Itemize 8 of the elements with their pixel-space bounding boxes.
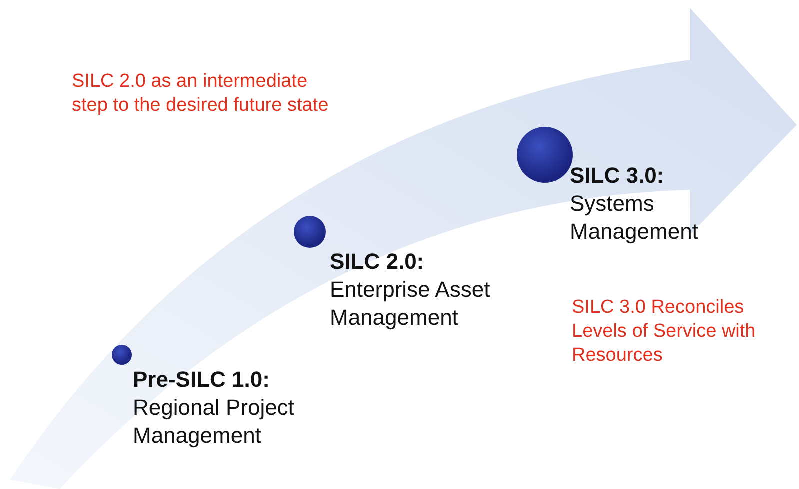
stage-heading: SILC 3.0:	[570, 162, 666, 190]
annotation-note: SILC 3.0 Reconciles Levels of Service with Resources	[572, 296, 757, 368]
stage-heading: SILC 2.0:	[330, 248, 426, 276]
stage-description: Enterprise Asset Management	[330, 276, 492, 332]
stage-description: Systems Management	[570, 190, 700, 246]
annotation-note: SILC 2.0 as an intermediate step to the desired future state	[72, 70, 330, 118]
stage-heading: Pre-SILC 1.0:	[133, 366, 271, 394]
stage-description: Regional Project Management	[133, 394, 296, 450]
